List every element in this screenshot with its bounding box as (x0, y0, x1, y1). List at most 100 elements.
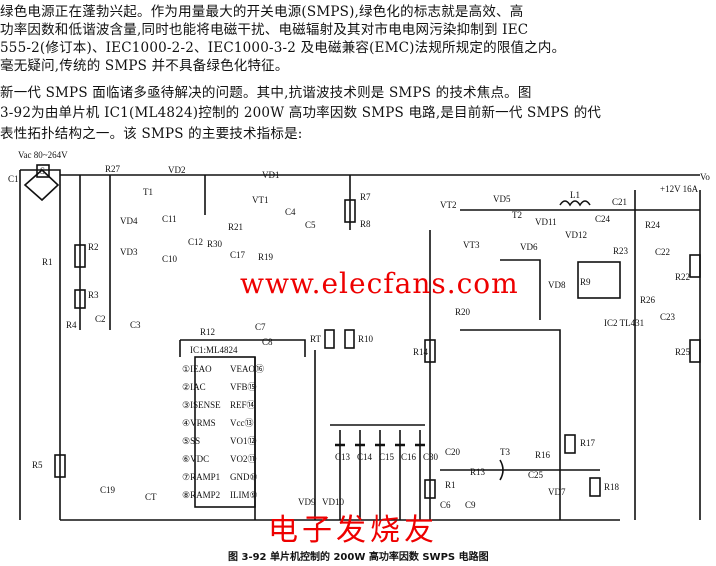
ic2-label: IC2 TL431 (604, 318, 644, 328)
component-label: L1 (570, 190, 580, 200)
component-label: C13 (335, 452, 351, 462)
pin-label: VEAO⑯ (230, 364, 264, 374)
component-label: R26 (640, 295, 656, 305)
pin-label: VO2⑪ (230, 454, 257, 464)
component-label: R1 (42, 257, 53, 267)
component-label: C1 (8, 174, 19, 184)
component-label: C2 (95, 314, 106, 324)
pin-label: ⑤SS (182, 436, 200, 446)
component-label: R3 (88, 290, 99, 300)
component-label: VD2 (168, 165, 186, 175)
component-label: VD10 (322, 497, 344, 507)
component-label: T2 (512, 210, 522, 220)
component-label: R30 (207, 239, 223, 249)
component-label: C15 (379, 452, 395, 462)
component-label: R22 (675, 272, 690, 282)
paragraph-line: 表性拓扑结构之一。该 SMPS 的主要技术指标是: (0, 126, 303, 142)
paragraph-line: 3-92为由单片机 IC1(ML4824)控制的 200W 高功率因数 SMPS… (0, 105, 602, 121)
component-label: T3 (500, 447, 510, 457)
component-label: C11 (162, 214, 177, 224)
component-label: C23 (660, 312, 676, 322)
component-label: S (40, 166, 45, 176)
component-label: R16 (535, 450, 551, 460)
component-label: R14 (413, 347, 429, 357)
paragraph-line: 555-2(修订本)、IEC1000-2-2、IEC1000-3-2 及电磁兼容… (0, 40, 566, 56)
component-label: CT (145, 492, 157, 502)
output-label: +12V 16A (660, 184, 699, 194)
component-label: R8 (360, 219, 371, 229)
pin-label: REF⑭ (230, 400, 256, 410)
component-label: RT (310, 334, 321, 344)
chinese-watermark: 电子发烧友 (268, 513, 438, 548)
pin-label: Vcc⑬ (230, 418, 254, 428)
pin-label: ③ISENSE (182, 400, 221, 410)
component-label: C24 (595, 214, 611, 224)
component-label: C7 (255, 322, 266, 332)
figure-caption: 图 3-92 单片机控制的 200W 高功率因数 SWPS 电路图 (228, 552, 489, 563)
pin-label: ④VRMS (182, 418, 216, 428)
component-label: R25 (675, 347, 691, 357)
component-label: VD6 (520, 242, 538, 252)
component-label: VD9 (298, 497, 316, 507)
website-watermark: www.elecfans.com (240, 267, 519, 300)
component-label: C14 (357, 452, 373, 462)
component-label: R4 (66, 320, 77, 330)
component-label: C30 (423, 452, 439, 462)
component-label: C8 (262, 337, 273, 347)
paragraph-line: 毫无疑问,传统的 SMPS 并不具备绿色化特征。 (0, 58, 289, 74)
component-label: R17 (580, 438, 596, 448)
component-label: C4 (285, 207, 296, 217)
pin-label: VFB⑮ (230, 382, 257, 392)
component-label: C19 (100, 485, 116, 495)
component-label: VT1 (252, 195, 269, 205)
ic1-label: IC1:ML4824 (190, 345, 238, 355)
component-label: VT3 (463, 240, 480, 250)
pin-label: ⑧RAMP2 (182, 490, 220, 500)
component-label: VD1 (262, 170, 280, 180)
component-label: R24 (645, 220, 661, 230)
component-label: C3 (130, 320, 141, 330)
component-label: R5 (32, 460, 43, 470)
component-label: VD3 (120, 247, 138, 257)
paragraph-line: 功率因数和低谐波含量,同时也能将电磁干扰、电磁辐射及其对市电电网污染抑制到 IE… (0, 22, 529, 38)
component-label: C5 (305, 220, 316, 230)
component-label: VD11 (535, 217, 557, 227)
component-label: R20 (455, 307, 471, 317)
component-label: VD12 (565, 230, 587, 240)
component-label: VD4 (120, 216, 138, 226)
component-label: C22 (655, 247, 670, 257)
component-label: VD5 (493, 194, 511, 204)
component-label: R2 (88, 242, 99, 252)
component-label: R7 (360, 192, 371, 202)
component-label: C20 (445, 447, 461, 457)
component-label: VT2 (440, 200, 457, 210)
component-label: R27 (105, 164, 121, 174)
pin-label: ①IEAO (182, 364, 212, 374)
component-label: VD8 (548, 280, 566, 290)
component-label: R10 (358, 334, 374, 344)
component-label: C21 (612, 197, 627, 207)
input-label: Vac 80~264V (18, 150, 68, 160)
component-label: C10 (162, 254, 178, 264)
paragraph-line: 新一代 SMPS 面临诸多亟待解决的问题。其中,抗谐波技术则是 SMPS 的技术… (0, 85, 532, 101)
pin-label: ②IAC (182, 382, 206, 392)
vo-label: Vo (700, 172, 710, 182)
component-label: R13 (470, 467, 486, 477)
component-label: C17 (230, 250, 246, 260)
component-label: C6 (440, 500, 451, 510)
pin-label: GND⑩ (230, 472, 258, 482)
pin-label: ⑥VDC (182, 454, 209, 464)
pin-label: VO1⑫ (230, 436, 257, 446)
component-label: R18 (604, 482, 620, 492)
pin-label: ⑦RAMP1 (182, 472, 220, 482)
component-label: T1 (143, 187, 153, 197)
component-label: C16 (401, 452, 417, 462)
component-label: R21 (228, 222, 243, 232)
pin-label: ILIM⑨ (230, 490, 258, 500)
component-label: R19 (258, 252, 274, 262)
paragraph-line: 绿色电源正在蓬勃兴起。作为用量最大的开关电源(SMPS),绿色化的标志就是高效、… (0, 4, 524, 20)
component-label: R9 (580, 277, 591, 287)
